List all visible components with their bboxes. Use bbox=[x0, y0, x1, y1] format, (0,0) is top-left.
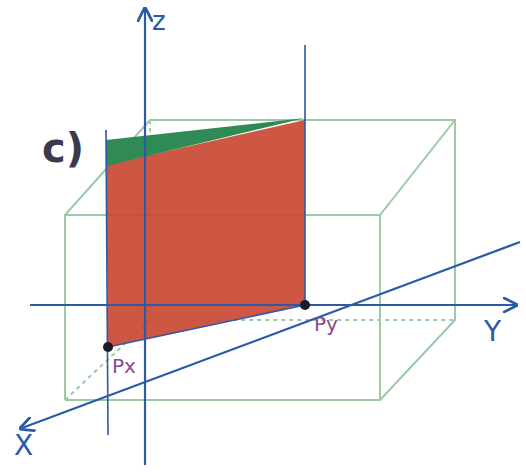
cube-wireframe bbox=[65, 120, 455, 400]
point-dot bbox=[103, 342, 113, 352]
y-axis bbox=[30, 304, 515, 306]
guide-line bbox=[304, 45, 306, 305]
guide-line bbox=[106, 130, 108, 435]
part-label: c) bbox=[42, 128, 84, 168]
x-axis bbox=[22, 242, 520, 428]
point-label: Px bbox=[112, 356, 136, 376]
axis-label: Y bbox=[484, 318, 501, 346]
axis-label: X bbox=[14, 432, 33, 460]
point-dot bbox=[300, 300, 310, 310]
z-axis bbox=[144, 10, 146, 465]
green-top bbox=[106, 118, 305, 166]
point-label: Py bbox=[314, 314, 338, 334]
trace-line bbox=[108, 305, 305, 347]
axis-label: z bbox=[152, 8, 166, 34]
